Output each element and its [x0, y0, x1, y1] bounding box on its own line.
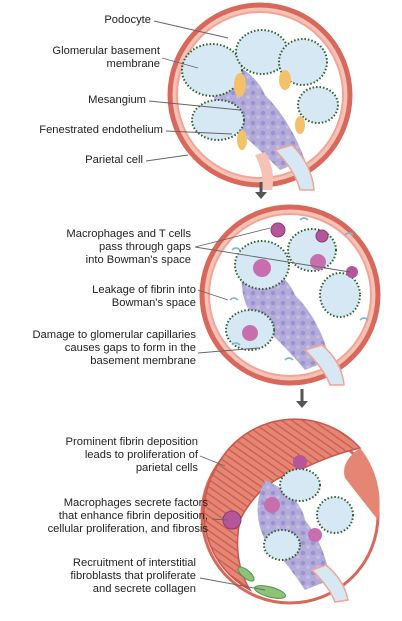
progression-arrow-1: [255, 182, 267, 199]
progression-arrow-2: [296, 389, 308, 408]
fibrin-strands: [229, 217, 369, 361]
panel3-leaders: [199, 455, 266, 591]
label-podocyte: Podocyte: [104, 14, 151, 26]
panel1-glomerulus: [167, 2, 353, 191]
label-mesangium: Mesangium: [88, 94, 146, 106]
panel3-glomerulus: [200, 418, 380, 605]
collapsed-capillaries: [263, 468, 354, 561]
capillary-loops: [181, 29, 339, 141]
label-fibrin-leakage: Leakage of fibrin into Bowman's space: [92, 284, 196, 309]
label-capillary-damage: Damage to glomerular capillaries causes …: [32, 329, 196, 367]
label-fibrin-deposition: Prominent fibrin deposition leads to pro…: [65, 436, 198, 474]
panel1-leaders: [145, 20, 241, 162]
panel2-glomerulus: [199, 204, 381, 386]
podocytes: [234, 70, 305, 150]
label-parietal-cell: Parietal cell: [85, 154, 143, 166]
macrophages-panel3: [222, 455, 322, 542]
label-macrophages-t-cells: Macrophages and T cells pass through gap…: [66, 228, 191, 266]
label-glomerular-basement-membrane: Glomerular basement membrane: [52, 45, 160, 70]
panel2-leaders: [194, 227, 351, 354]
label-fenestrated-endothelium: Fenestrated endothelium: [39, 124, 163, 136]
label-macrophage-factors: Macrophages secrete factors that enhance…: [47, 497, 208, 535]
label-fibroblast-recruitment: Recruitment of interstitial fibroblasts …: [70, 557, 196, 595]
